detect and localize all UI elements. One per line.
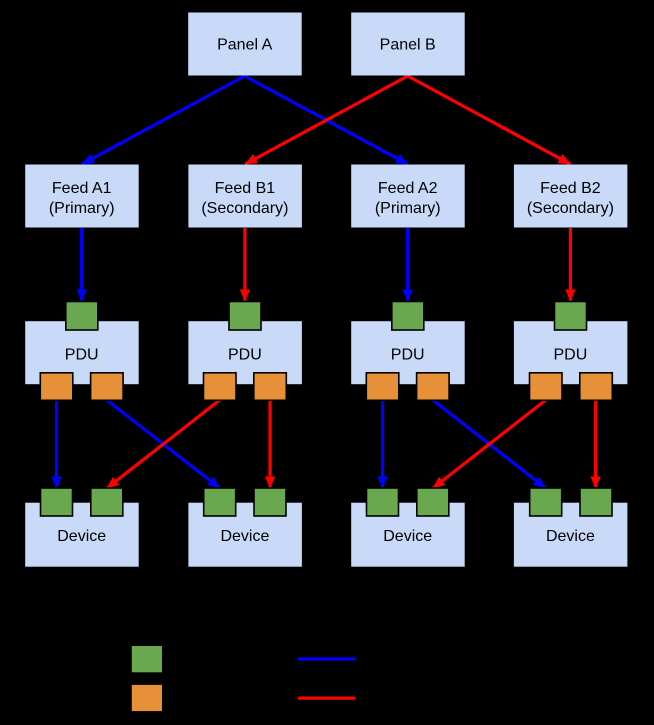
svg-text:Device: Device [546,528,595,545]
svg-text:Device: Device [220,528,269,545]
svg-text:(Secondary): (Secondary) [527,200,614,217]
svg-text:Feed A2: Feed A2 [378,180,438,197]
svg-text:PDU: PDU [391,347,425,364]
svg-text:(Primary): (Primary) [375,200,441,217]
svg-text:(Primary): (Primary) [49,200,115,217]
svg-text:Panel A: Panel A [217,37,272,54]
svg-text:PDU: PDU [554,347,588,364]
svg-text:Feed B2: Feed B2 [540,180,601,197]
svg-text:Device: Device [57,528,106,545]
svg-text:(Secondary): (Secondary) [201,200,288,217]
svg-text:Panel B: Panel B [380,37,436,54]
svg-text:PDU: PDU [65,347,99,364]
svg-text:Feed A1: Feed A1 [52,180,112,197]
svg-text:Feed B1: Feed B1 [215,180,276,197]
svg-text:Device: Device [383,528,432,545]
svg-text:PDU: PDU [228,347,262,364]
